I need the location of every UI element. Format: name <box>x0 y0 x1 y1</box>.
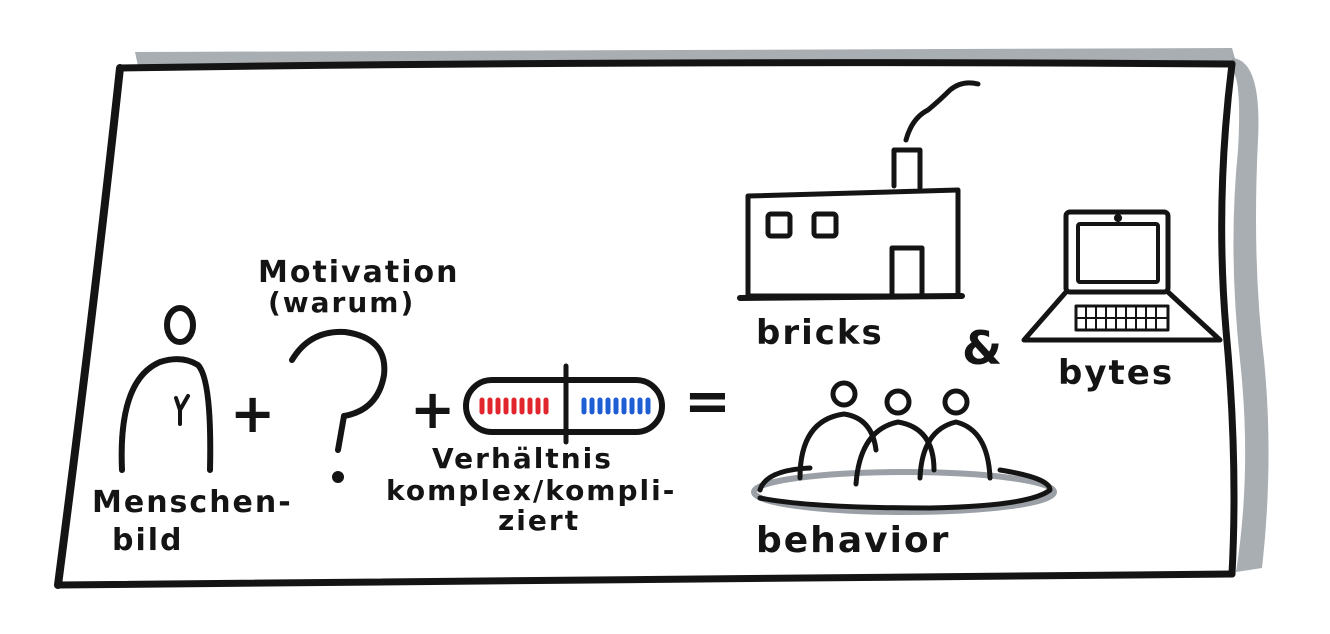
red-dashes <box>479 397 549 415</box>
frame-border <box>54 59 1238 589</box>
group-icon <box>751 380 1057 515</box>
behavior-label: behavior <box>756 520 950 561</box>
motivation-label-line2: (warum) <box>268 286 415 319</box>
equals-operator: = <box>684 369 733 434</box>
ampersand-label: & <box>962 321 1004 375</box>
laptop-icon <box>1021 209 1223 343</box>
verhaeltnis-label-line3: ziert <box>498 504 580 537</box>
verhaeltnis-label-line2: komplex/kompli- <box>386 474 676 507</box>
bytes-label: bytes <box>1058 353 1174 393</box>
bricks-label: bricks <box>756 313 884 353</box>
verhaeltnis-label-line1: Verhältnis <box>432 442 613 475</box>
plus-operator-2: + <box>410 378 457 441</box>
motivation-label-line1: Motivation <box>258 255 459 290</box>
capsule-icon <box>463 363 665 445</box>
plus-operator-1: + <box>230 382 277 445</box>
question-mark-icon <box>289 328 388 483</box>
blue-dashes <box>581 397 651 415</box>
menschenbild-label-line1: Menschen- <box>92 485 293 520</box>
menschenbild-label-line2: bild <box>112 523 184 558</box>
factory-icon <box>737 80 981 301</box>
person-icon <box>118 305 214 473</box>
